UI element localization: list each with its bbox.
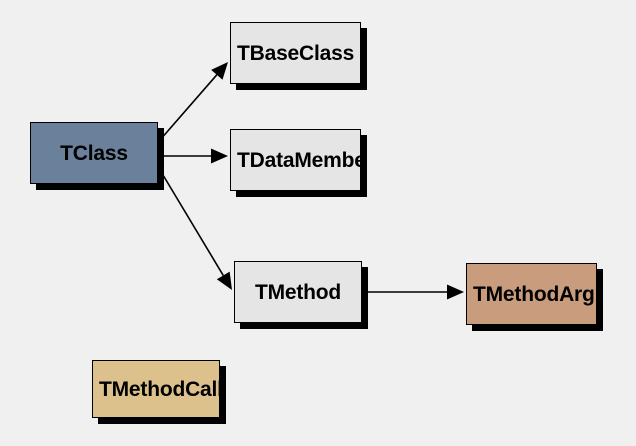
edge-arrowhead-tclass-to-tdatamember	[211, 148, 228, 164]
node-tbaseclass[interactable]: TBaseClass	[230, 22, 361, 84]
node-tmethodarg[interactable]: TMethodArg	[466, 263, 597, 325]
node-tclass-label: TClass	[60, 141, 128, 165]
node-tmethodcall[interactable]: TMethodCall	[92, 360, 220, 418]
edge-line-tclass-to-tmethod	[159, 169, 224, 276]
node-tclass[interactable]: TClass	[30, 122, 158, 184]
edge-line-tclass-to-tbaseclass	[159, 74, 218, 141]
node-tmethodarg-label: TMethodArg	[473, 282, 595, 306]
edge-arrowhead-tmethod-to-tmethodarg	[447, 284, 464, 300]
node-tmethodcall-label: TMethodCall	[99, 377, 220, 401]
node-tbaseclass-label: TBaseClass	[237, 41, 355, 65]
node-tmethod-label: TMethod	[254, 280, 342, 304]
node-tdatamember[interactable]: TDataMember	[230, 129, 361, 191]
node-tdatamember-label: TDataMember	[237, 148, 361, 172]
edge-arrowhead-tclass-to-tbaseclass	[211, 62, 228, 80]
edge-arrowhead-tclass-to-tmethod	[216, 271, 232, 290]
node-tmethod[interactable]: TMethod	[234, 261, 362, 323]
